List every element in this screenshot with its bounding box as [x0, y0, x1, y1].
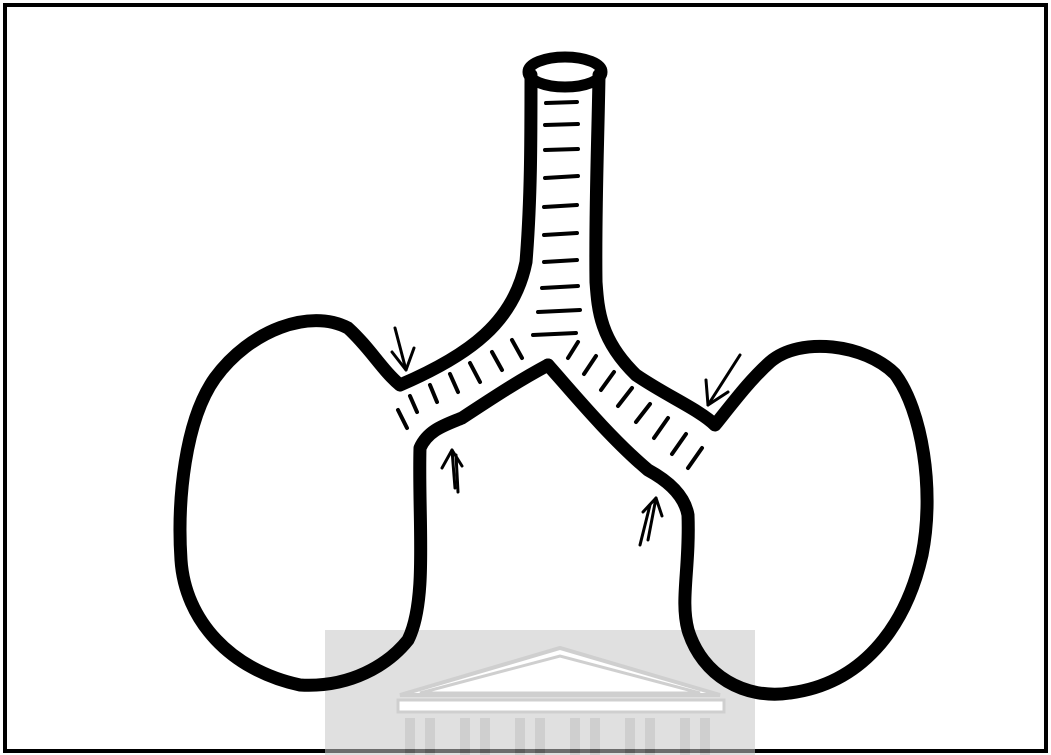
trachea-rings: [533, 102, 580, 335]
hand-drawn-arrow-icon: [442, 450, 462, 488]
hand-drawn-arrow-icon: [456, 455, 458, 492]
lungs-outline: [180, 75, 927, 694]
trachea-opening-icon: [528, 57, 602, 87]
hand-drawn-arrow-icon: [392, 328, 414, 370]
left-lung-outline: [180, 75, 548, 685]
